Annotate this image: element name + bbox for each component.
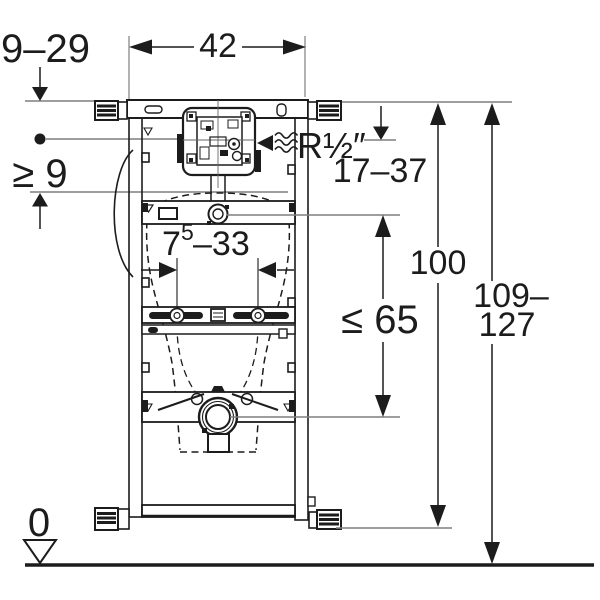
arrow-up-icon [375,215,391,237]
dimension-frame-width: 42 [129,27,306,65]
mounting-frame [94,99,342,531]
top-rail-slot-left [144,105,163,114]
lower-support-rail [141,324,296,339]
dimension-dot-icon [34,133,46,145]
upright-fixing-tabs [141,152,296,373]
frame-width-label: 42 [199,27,237,65]
dimension-top-offset: 9–29 [1,27,90,101]
install-height-label-line1: 109– [473,277,549,315]
top-rail-slot-right [276,103,287,117]
dimension-supply-height: 17–37 [333,106,428,190]
water-wave-icon [274,132,299,153]
frame-height-label: 100 [410,244,467,282]
drain-pipe [207,433,230,453]
water-connection-label: R½″ [297,125,366,166]
arrow-down-icon [375,395,391,417]
drain-rail [141,386,296,453]
wall-bracket-bottom-left [94,507,130,531]
flush-pipe-rail [141,200,296,225]
wall-bracket-top-left [94,100,128,121]
dimension-outlet-height: ≤ 65 [341,215,419,417]
control-box [177,100,261,201]
supply-height-label: 17–37 [333,152,428,190]
datum-level-label: 0 [28,501,50,545]
arrow-down-icon [32,87,48,101]
fixing-width-rest: –33 [193,225,250,263]
leader-lines [227,214,452,529]
bottom-rail [141,496,316,518]
arrow-up-icon [484,103,500,125]
arrow-down-icon [484,542,500,564]
dimension-fixing-width: 7 5 –33 [141,219,294,309]
arrow-right-icon [159,262,177,278]
arrow-up-icon [32,193,48,207]
arrow-left-icon [258,262,276,278]
valve-mechanism [199,119,243,162]
wall-bracket-bottom-right [308,509,342,530]
arrow-down-icon [430,505,446,527]
arrow-down-icon [373,126,389,140]
water-connection-callout: R½″ [257,125,366,166]
fixing-width-sup: 5 [181,219,194,245]
supply-pipe-bend [113,149,134,278]
weld-mark-icon [143,127,153,137]
outlet-height-label: ≤ 65 [341,298,419,342]
reference-lines [25,36,512,193]
min-clearance-label: ≥ 9 [12,152,67,196]
dimension-min-clearance: ≥ 9 [12,133,68,229]
top-offset-label: 9–29 [1,27,90,71]
arrow-up-icon [430,103,446,125]
wall-bracket-top-right [307,100,342,121]
flush-fitting [207,203,229,225]
fixing-bolt-rail [141,306,296,324]
dimension-install-height: 109– 127 [473,103,549,564]
dimension-frame-height: 100 [410,103,467,527]
arrow-left-icon [257,135,273,151]
install-height-label-line2: 127 [479,306,536,344]
datum-triangle-icon [22,539,58,565]
arrow-right-icon [283,39,306,55]
arrow-left-icon [129,39,152,55]
floor-datum: 0 [22,501,594,567]
fixing-width-base: 7 [162,225,181,263]
